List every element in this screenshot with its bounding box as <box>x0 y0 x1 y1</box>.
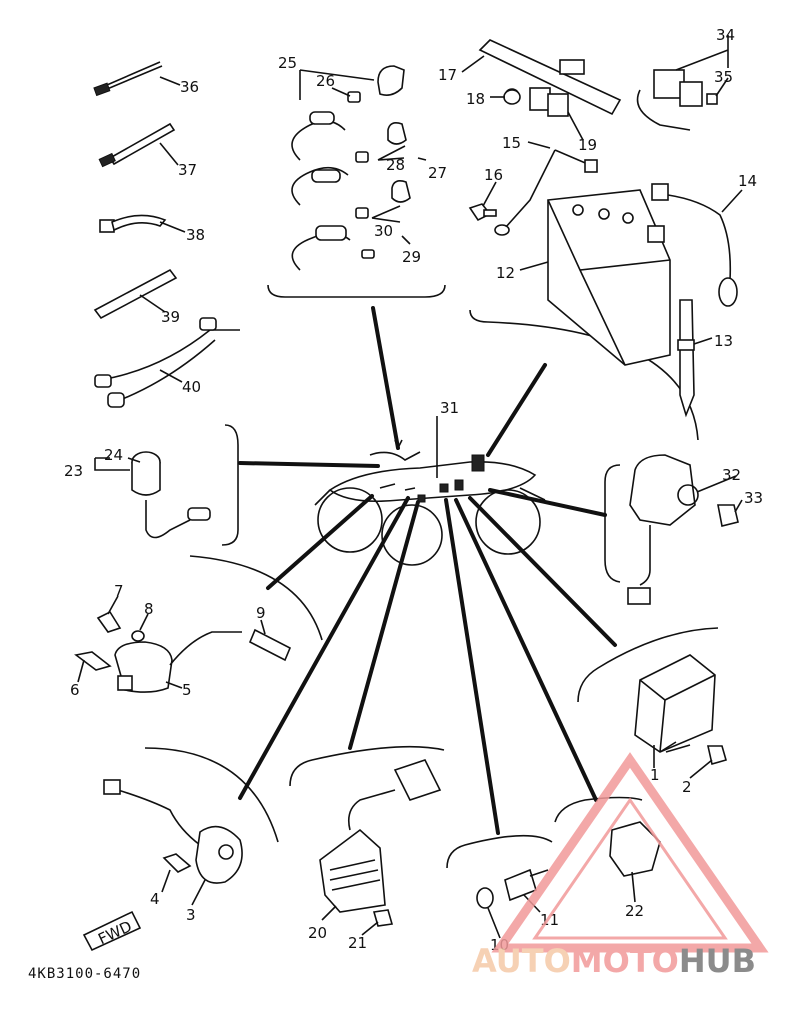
callout-23: 23 <box>64 462 83 480</box>
callout-leaders <box>77 35 743 939</box>
callout-13: 13 <box>714 332 733 350</box>
part-5-ignition-coil <box>114 628 292 693</box>
callout-37: 37 <box>178 161 197 179</box>
callout-34: 34 <box>716 26 735 44</box>
part-22-relay <box>609 821 661 877</box>
callout-39: 39 <box>161 308 180 326</box>
callout-31: 31 <box>440 399 459 417</box>
part-16-bolt <box>468 203 497 222</box>
watermark-part-hub: HUB <box>679 942 756 980</box>
callout-18: 18 <box>466 90 485 108</box>
callout-29: 29 <box>402 248 421 266</box>
part-15-plus-lead <box>494 149 598 236</box>
vehicle-outline <box>314 451 546 566</box>
callout-40: 40 <box>182 378 201 396</box>
callout-14: 14 <box>738 172 757 190</box>
part-12-battery <box>547 189 671 366</box>
watermark-part-moto: MOTO <box>571 942 679 980</box>
callout-1: 1 <box>650 766 660 784</box>
callout-26: 26 <box>316 72 335 90</box>
part-13-breather-pipe <box>677 299 695 418</box>
callout-21: 21 <box>348 934 367 952</box>
callout-9: 9 <box>256 604 266 622</box>
part-25-30-leads <box>291 65 411 271</box>
watermark-part-auto: AUTO <box>472 942 571 980</box>
part-6-7-8-bolts <box>74 610 145 671</box>
callout-16: 16 <box>484 166 503 184</box>
callout-7: 7 <box>114 582 124 600</box>
callout-4: 4 <box>150 890 160 908</box>
part-3-4-pickup-coil <box>103 779 243 884</box>
callout-19: 19 <box>578 136 597 154</box>
callout-17: 17 <box>438 66 457 84</box>
callout-22: 22 <box>625 902 644 920</box>
callout-3: 3 <box>186 906 196 924</box>
callout-30: 30 <box>374 222 393 240</box>
watermark-logo: AUTOMOTOHUB <box>472 752 769 980</box>
callout-27: 27 <box>428 164 447 182</box>
part-18-grommet <box>503 89 521 105</box>
callout-15: 15 <box>502 134 521 152</box>
callout-38: 38 <box>186 226 205 244</box>
fwd-arrow-label: FWD <box>95 917 134 948</box>
callout-36: 36 <box>180 78 199 96</box>
part-20-21-rectifier <box>319 759 442 927</box>
fwd-arrow: FWD <box>82 910 142 952</box>
callout-12: 12 <box>496 264 515 282</box>
callout-25: 25 <box>278 54 297 72</box>
part-32-33-horn <box>627 454 739 605</box>
leader-lines <box>238 306 617 835</box>
callout-33: 33 <box>744 489 763 507</box>
callout-8: 8 <box>144 600 154 618</box>
part-40-sub-lead <box>94 317 240 408</box>
part-17-19-bracket <box>478 39 622 117</box>
part-36-cable-tie <box>93 61 163 97</box>
part-1-2-cdi-unit <box>634 654 727 766</box>
callout-24: 24 <box>104 446 123 464</box>
part-39-holder <box>93 268 178 320</box>
callout-32: 32 <box>722 466 741 484</box>
part-23-24-main-switch <box>131 451 211 539</box>
part-38-clamp <box>99 214 167 233</box>
diagram-code: 4KB3100-6470 <box>28 966 141 982</box>
callout-6: 6 <box>70 681 80 699</box>
callout-5: 5 <box>182 681 192 699</box>
callout-35: 35 <box>714 68 733 86</box>
part-14-minus-lead <box>651 183 738 307</box>
svg-text:AUTOMOTOHUB: AUTOMOTOHUB <box>472 942 756 980</box>
part-34-35-relay <box>636 69 718 131</box>
callout-2: 2 <box>682 778 692 796</box>
callout-28: 28 <box>386 156 405 174</box>
callout-20: 20 <box>308 924 327 942</box>
part-37-band <box>98 122 176 168</box>
